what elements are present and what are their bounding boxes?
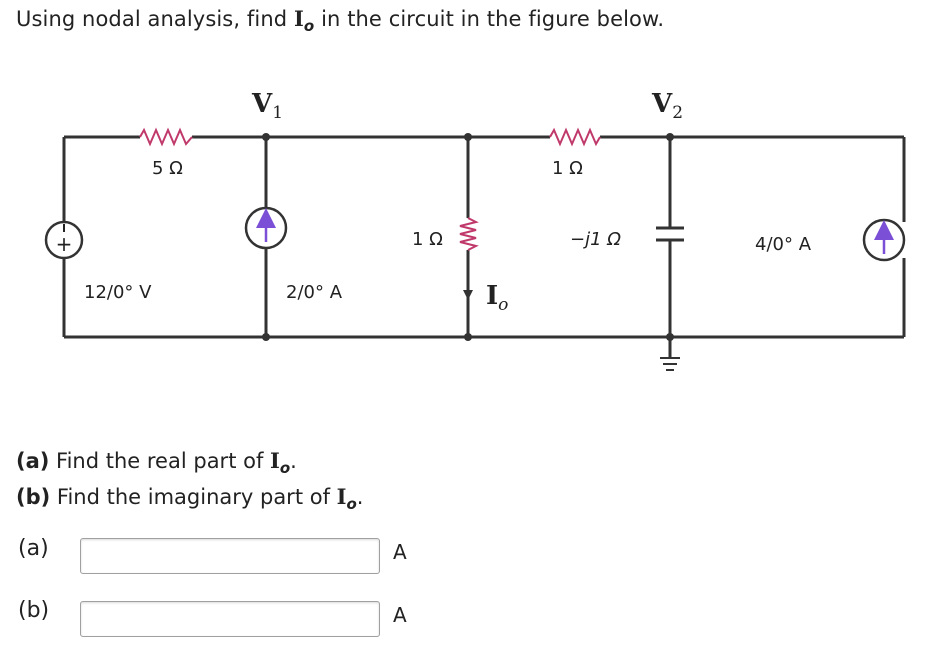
io-arrowhead-icon bbox=[463, 290, 473, 300]
resistor-5-ohm bbox=[139, 127, 193, 147]
r1-vert-label: 1 Ω bbox=[412, 229, 443, 250]
vsrc-plus: + bbox=[56, 232, 73, 256]
answer-b-unit: A bbox=[393, 603, 407, 627]
cap-label: −j1 Ω bbox=[570, 229, 621, 250]
resistor-1-ohm-top bbox=[549, 127, 601, 147]
question-b-tag: (b) bbox=[16, 485, 51, 509]
ground-symbol bbox=[660, 357, 680, 371]
wires bbox=[62, 135, 906, 358]
capacitor bbox=[656, 226, 684, 242]
question-b-sub: o bbox=[346, 495, 357, 513]
problem-statement: Using nodal analysis, find Io in the cir… bbox=[16, 6, 665, 35]
isrc-left-label: 2/0° A bbox=[286, 282, 343, 303]
circuit-diagram: + V1 V2 5 Ω 1 Ω 1 Ω −j1 Ω 12/0° V 2/0° A… bbox=[44, 89, 906, 371]
question-b-var: I bbox=[336, 484, 347, 509]
r1-top-label: 1 Ω bbox=[552, 158, 583, 179]
question-a: (a) Find the real part of Io. bbox=[16, 448, 297, 477]
question-b-text: Find the imaginary part of bbox=[50, 485, 337, 509]
node-dot bbox=[262, 133, 270, 141]
r5-label: 5 Ω bbox=[152, 158, 183, 179]
answer-a-input[interactable] bbox=[80, 538, 380, 574]
isrc-right-label: 4/0° A bbox=[755, 234, 812, 255]
question-b: (b) Find the imaginary part of Io. bbox=[16, 484, 364, 513]
question-a-tag: (a) bbox=[16, 449, 50, 473]
prompt-text-end: in the circuit in the figure below. bbox=[314, 7, 665, 31]
io-label: Io bbox=[486, 281, 508, 315]
answer-b-input[interactable] bbox=[80, 601, 380, 637]
answer-a-unit: A bbox=[393, 540, 407, 564]
question-b-end: . bbox=[356, 485, 364, 509]
question-a-end: . bbox=[290, 449, 297, 473]
question-a-var: I bbox=[270, 448, 280, 473]
vsrc-label: 12/0° V bbox=[84, 282, 152, 303]
node-v1-label: V1 bbox=[251, 89, 283, 123]
question-a-sub: o bbox=[279, 459, 291, 477]
io-variable: I bbox=[293, 6, 304, 31]
node-dot bbox=[262, 333, 270, 341]
node-dot bbox=[464, 133, 472, 141]
question-a-text: Find the real part of bbox=[49, 449, 271, 473]
answer-a-label: (a) bbox=[18, 536, 49, 561]
voltage-source bbox=[44, 220, 84, 260]
node-dot bbox=[464, 333, 472, 341]
node-dot bbox=[666, 133, 674, 141]
answer-b-label: (b) bbox=[18, 598, 50, 623]
node-v2-label: V2 bbox=[651, 89, 683, 123]
prompt-text: Using nodal analysis, find bbox=[16, 7, 294, 31]
resistor-1-ohm-vertical bbox=[459, 217, 479, 251]
io-subscript: o bbox=[303, 17, 315, 35]
node-dot bbox=[666, 333, 674, 341]
